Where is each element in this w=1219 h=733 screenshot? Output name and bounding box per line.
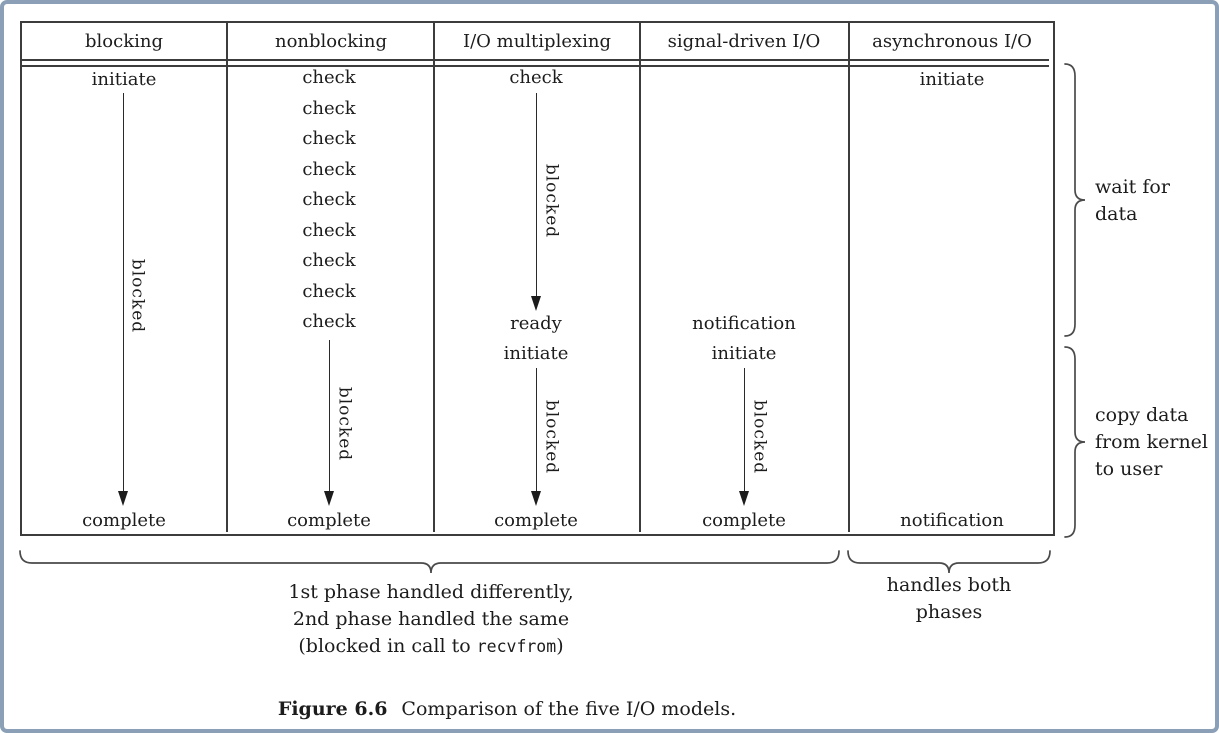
multiplexing-ready: ready [510, 313, 562, 334]
signal-notification: notification [692, 313, 796, 334]
figure-caption: Figure 6.6 Comparison of the five I/O mod… [278, 698, 736, 720]
blocking-blocked-label: blocked [127, 258, 148, 334]
nonblocking-check-6: check [302, 220, 356, 241]
blocking-initiate: initiate [91, 69, 157, 90]
header-nonblocking: nonblocking [275, 31, 387, 52]
phases-note-line3: (blocked in call to recvfrom) [288, 633, 573, 660]
nonblocking-complete: complete [287, 510, 371, 531]
nonblocking-check-2: check [302, 98, 356, 119]
nonblocking-blocked-label: blocked [334, 386, 355, 462]
nonblocking-check-9: check [302, 311, 356, 332]
multiplexing-initiate: initiate [503, 343, 569, 364]
brace-async-model [847, 550, 1051, 574]
signal-blocked-label: blocked [749, 399, 770, 475]
table-border [20, 21, 1055, 536]
async-note: handles both phases [887, 572, 1012, 626]
copy-phase-line3: to user [1095, 458, 1163, 480]
header-double-rule [22, 59, 1049, 67]
column-divider-3 [639, 23, 641, 532]
async-notification: notification [900, 510, 1004, 531]
phases-note: 1st phase handled differently, 2nd phase… [288, 579, 573, 660]
nonblocking-check-4: check [302, 159, 356, 180]
wait-phase-line1: wait for [1095, 176, 1170, 198]
nonblocking-arrow [324, 340, 334, 506]
phases-note-line1: 1st phase handled differently, [288, 581, 574, 603]
copy-phase-line2: from kernel [1095, 431, 1209, 453]
multiplexing-check: check [509, 67, 563, 88]
multiplexing-arrow-1 [531, 93, 541, 311]
wait-phase-label: wait for data [1095, 174, 1170, 228]
header-blocking: blocking [85, 31, 163, 52]
figure-caption-text: Comparison of the five I/O models. [401, 698, 737, 720]
multiplexing-blocked-label-1: blocked [541, 163, 562, 239]
multiplexing-blocked-label-2: blocked [541, 399, 562, 475]
async-initiate: initiate [919, 69, 985, 90]
async-note-line1: handles both [886, 574, 1012, 596]
brace-wait-for-data [1064, 63, 1086, 337]
recvfrom-code: recvfrom [476, 637, 557, 656]
nonblocking-check-8: check [302, 281, 356, 302]
copy-phase-label: copy data from kernel to user [1095, 402, 1208, 483]
figure-caption-number: Figure 6.6 [277, 698, 388, 720]
copy-phase-line1: copy data [1095, 404, 1189, 426]
blocking-complete: complete [82, 510, 166, 531]
nonblocking-check-5: check [302, 189, 356, 210]
column-divider-4 [848, 23, 850, 532]
phases-note-line3-prefix: (blocked in call to [298, 635, 477, 657]
column-divider-1 [226, 23, 228, 532]
header-io-multiplexing: I/O multiplexing [462, 31, 612, 52]
header-asynchronous-io: asynchronous I/O [872, 31, 1032, 52]
blocking-arrow [118, 93, 128, 506]
signal-complete: complete [702, 510, 786, 531]
signal-initiate: initiate [711, 343, 777, 364]
nonblocking-check-7: check [302, 250, 356, 271]
header-signal-driven-io: signal-driven I/O [667, 31, 821, 52]
multiplexing-arrow-2 [531, 368, 541, 506]
phases-note-line2: 2nd phase handled the same [292, 608, 570, 630]
async-note-line2: phases [915, 601, 983, 623]
wait-phase-line2: data [1095, 203, 1138, 225]
nonblocking-check-1: check [302, 67, 356, 88]
brace-copy-data [1064, 346, 1086, 538]
brace-first-four-models [19, 550, 840, 574]
signal-arrow [739, 368, 749, 506]
phases-note-line3-suffix: ) [556, 635, 564, 657]
column-divider-2 [433, 23, 435, 532]
nonblocking-check-3: check [302, 128, 356, 149]
multiplexing-complete: complete [494, 510, 578, 531]
